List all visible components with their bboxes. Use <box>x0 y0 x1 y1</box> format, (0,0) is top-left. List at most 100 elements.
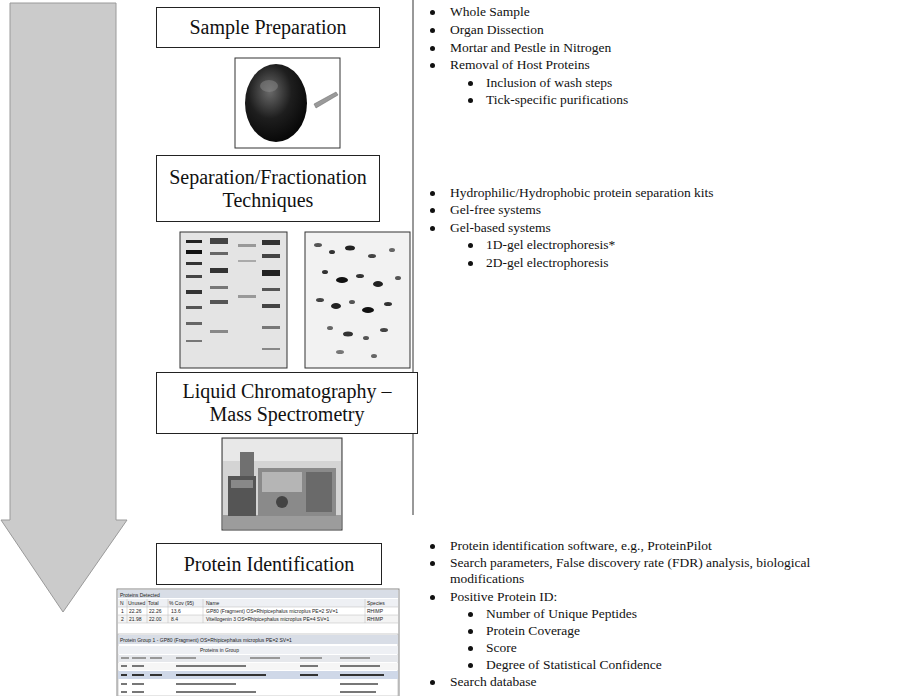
bullet-text: Search parameters, False discovery rate … <box>450 555 830 587</box>
screenshot-text: 22.00 <box>149 616 162 622</box>
software-screenshot-part <box>118 607 398 608</box>
gel-2d-image-part <box>356 274 364 278</box>
screenshot-text: Unused <box>128 600 145 606</box>
bullet-dot <box>468 81 473 86</box>
screenshot-text: Proteins in Group <box>200 647 239 653</box>
screenshot-text: 13.6 <box>171 608 181 614</box>
software-screenshot-part <box>340 665 380 667</box>
gel-1d-image-part <box>262 254 280 258</box>
software-screenshot-part <box>168 599 169 623</box>
bullet-dot <box>430 680 435 685</box>
gel-1d-image-part <box>210 286 228 289</box>
instrument-photo-part <box>276 496 288 508</box>
software-screenshot-part <box>127 599 128 623</box>
software-screenshot-part <box>132 691 144 693</box>
software-screenshot-part <box>118 655 398 662</box>
gel-1d-image-part <box>238 244 256 247</box>
tick-photo-part <box>245 64 307 142</box>
bullet-dot <box>430 10 435 15</box>
gel-1d-image-part <box>186 275 202 278</box>
tick-photo-part <box>314 92 338 108</box>
software-screenshot-part <box>118 623 398 624</box>
gel-1d-image-part <box>180 232 287 368</box>
gel-1d-image-part <box>186 290 202 294</box>
instrument-photo-part <box>262 472 302 492</box>
software-screenshot-part <box>176 657 196 659</box>
instrument-photo-part <box>258 468 336 516</box>
screenshot-text: Proteins Detected <box>120 592 160 598</box>
gel-2d-image-part <box>343 332 353 337</box>
gel-1d-image-part <box>210 238 228 244</box>
bullet-text: Search database <box>450 674 537 690</box>
gel-1d-image-part <box>262 240 280 245</box>
sub-bullet-text: Degree of Statistical Confidence <box>486 657 662 673</box>
gel-1d-image-part <box>210 268 228 273</box>
tick-photo <box>235 58 340 148</box>
screenshot-text: RHIMP <box>367 616 383 622</box>
bullet-dot <box>468 261 473 266</box>
process-box: Sample Preparation <box>156 7 380 48</box>
gel-1d-image-part <box>186 240 202 243</box>
software-screenshot-part <box>118 634 398 696</box>
instrument-photo-part <box>306 472 332 512</box>
gel-2d-image-part <box>373 281 383 287</box>
screenshot-text: % Cov (95) <box>169 600 194 606</box>
sub-bullet-text: Protein Coverage <box>486 623 580 639</box>
screenshot-text: 22.26 <box>129 608 142 614</box>
software-screenshot-part <box>121 683 127 685</box>
gel-1d-image-part <box>186 306 202 309</box>
divider-line <box>413 0 414 515</box>
gel-2d-image-part <box>368 254 376 258</box>
bullet-dot <box>430 63 435 68</box>
screenshot-text: Vitellogenin 3 OS=Rhipicephalus microplu… <box>206 616 329 622</box>
gel-1d-image-part <box>186 250 202 254</box>
software-screenshot-part <box>340 683 378 685</box>
process-box: Liquid Chromatography – Mass Spectrometr… <box>156 372 418 434</box>
screenshot-text: Name <box>206 600 219 606</box>
bullet-dot <box>468 663 473 668</box>
bullet-dot <box>430 544 435 549</box>
box-label: Protein Identification <box>163 553 375 576</box>
bullet-text: Protein identification software, e.g., P… <box>450 538 712 554</box>
screenshot-text: Total <box>148 600 159 606</box>
gel-1d-image-part <box>262 304 280 308</box>
gel-1d-image-part <box>238 295 256 298</box>
software-screenshot-part <box>121 691 127 693</box>
bullet-text: Whole Sample <box>450 4 530 20</box>
instrument-photo-part <box>222 438 342 530</box>
gel-2d-image-part <box>380 328 388 332</box>
gel-2d-image-part <box>349 300 355 304</box>
gel-2d-image-part <box>314 243 322 247</box>
gel-2d-image-part <box>305 232 410 368</box>
software-screenshot-part <box>150 657 162 659</box>
gel-2d-image <box>305 232 410 368</box>
bullet-dot <box>430 28 435 33</box>
software-screenshot <box>117 589 399 696</box>
gel-1d-image <box>180 232 287 368</box>
software-screenshot-part <box>300 665 318 667</box>
software-screenshot-part <box>132 683 144 685</box>
gel-2d-image-part <box>327 326 333 330</box>
instrument-photo-part <box>240 452 254 476</box>
process-box: Protein Identification <box>156 543 382 585</box>
software-screenshot-part <box>132 674 144 676</box>
screenshot-text: 22.26 <box>149 608 162 614</box>
software-screenshot-part <box>300 674 318 676</box>
software-screenshot-part <box>176 665 246 667</box>
instrument-photo-part <box>223 515 341 529</box>
software-screenshot-part <box>132 665 144 667</box>
gel-2d-image-part <box>336 277 348 283</box>
software-screenshot-part <box>132 657 146 659</box>
gel-1d-image-part <box>262 270 280 276</box>
software-screenshot-part <box>340 657 370 659</box>
software-screenshot-part <box>176 674 266 676</box>
screenshot-text: 21.98 <box>129 616 142 622</box>
screenshot-text: 2 <box>121 616 124 622</box>
sub-bullet-text: Number of Unique Peptides <box>486 606 637 622</box>
gel-2d-image-part <box>363 336 369 340</box>
bullet-dot <box>430 595 435 600</box>
screenshot-text: RHIMP <box>367 608 383 614</box>
software-screenshot-part <box>250 657 280 659</box>
software-screenshot-part <box>118 663 398 670</box>
